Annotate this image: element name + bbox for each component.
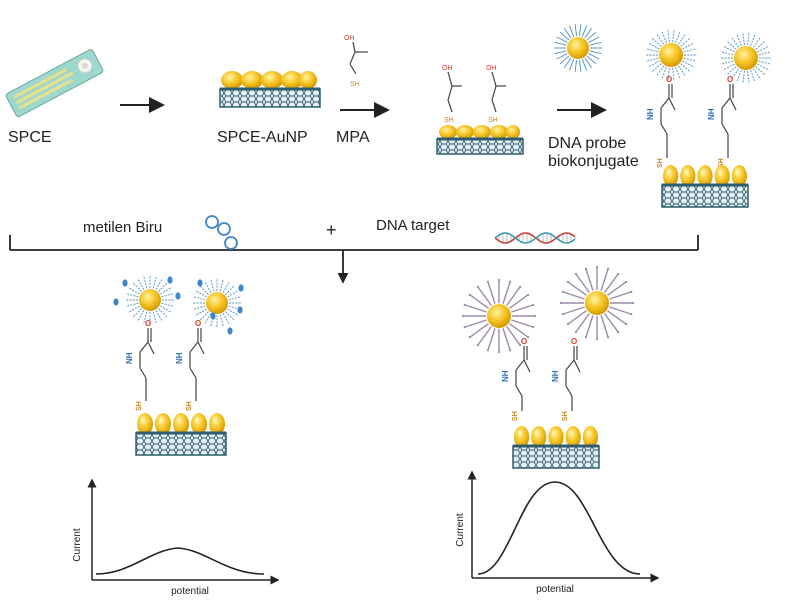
- methylene-blue-icon: [175, 292, 181, 300]
- linker-o-label: O: [666, 75, 672, 84]
- label-mpa: MPA: [336, 129, 370, 146]
- label-spce: SPCE: [8, 129, 52, 146]
- methylene-blue-icon: [197, 279, 203, 287]
- methylene-blue-icon: [237, 306, 243, 314]
- label-dna-probe-1: DNA probe: [548, 135, 626, 152]
- linker-o-label: O: [195, 319, 201, 328]
- methylene-blue-bound-electrode: O NH SH O NH SH: [113, 275, 244, 456]
- dna-double-helix-icon: [494, 232, 576, 244]
- probe-modified-electrode: O NH SH O NH SH: [645, 29, 772, 208]
- aunp-cluster-icon: [137, 413, 225, 435]
- linker-nh-label: NH: [501, 370, 510, 382]
- bracket-divider: [9, 235, 699, 251]
- mpa-b-oh: OH: [486, 65, 497, 72]
- linker-o-label: O: [145, 319, 151, 328]
- mpa-sh-label: SH: [350, 81, 360, 88]
- linker-nh-label: NH: [707, 108, 716, 120]
- linker-sh-label: SH: [718, 158, 725, 168]
- linker-nh-label: NH: [125, 352, 134, 364]
- gold-nanoparticle-icon: [125, 275, 175, 325]
- label-dna-target: DNA target: [376, 217, 450, 234]
- linker-sh-label: SH: [186, 401, 193, 411]
- plot-left-curve: [95, 547, 265, 575]
- methylene-blue-icon: [238, 284, 244, 292]
- target-hybridized-electrode: O NH SH O NH SH: [461, 265, 635, 469]
- mpa-a-sh: SH: [444, 117, 454, 124]
- linker-sh-label: SH: [657, 158, 664, 168]
- label-metilen-biru: metilen Biru: [83, 219, 162, 236]
- linker-nh-label: NH: [646, 108, 655, 120]
- linker-o-label: O: [727, 75, 733, 84]
- gold-nanoparticle-icon: [461, 278, 537, 354]
- linker-nh-label: NH: [551, 370, 560, 382]
- plot-right-ylabel: Current: [455, 513, 466, 547]
- linker-o-label: O: [521, 337, 527, 346]
- methylene-blue-icon: [122, 279, 128, 287]
- linker-o-label: O: [571, 337, 577, 346]
- dna-probe-bioconjugate-icon: [554, 24, 602, 72]
- label-plus: +: [326, 220, 337, 240]
- aunp-cluster-icon: [663, 165, 748, 187]
- linker-sh-label: SH: [512, 411, 519, 421]
- gold-nanoparticle-icon: [645, 29, 697, 81]
- spce-strip-icon: [5, 49, 104, 118]
- label-spce-aunp: SPCE-AuNP: [217, 129, 308, 146]
- plot-right-curve: [477, 481, 641, 575]
- plot-right-xlabel: potential: [536, 584, 574, 595]
- linker-nh-label: NH: [175, 352, 184, 364]
- gold-nanoparticle-icon: [720, 32, 772, 84]
- methylene-blue-icon: [113, 298, 119, 306]
- mpa-oh-label: OH: [344, 35, 355, 42]
- aunp-cluster-icon: [514, 426, 599, 448]
- mpa-modified-electrode: OH OH SH SH: [436, 65, 524, 155]
- gold-nanoparticle-icon: [559, 265, 635, 341]
- methylene-blue-icon: [167, 276, 173, 284]
- label-dna-probe-2: biokonjugate: [548, 153, 639, 170]
- gold-nanoparticle-icon: [554, 24, 602, 72]
- plot-left-xlabel: potential: [171, 586, 209, 597]
- linker-sh-label: SH: [136, 401, 143, 411]
- plot-right: Current potential: [455, 470, 660, 595]
- methylene-blue-icon: [210, 312, 216, 320]
- linker-sh-label: SH: [562, 411, 569, 421]
- mpa-molecule-icon: OH SH: [344, 35, 368, 88]
- aunp-cluster-icon: [221, 71, 317, 89]
- spce-aunp-electrode: [219, 71, 321, 108]
- mpa-a-oh: OH: [442, 65, 453, 72]
- methylene-blue-icon: [205, 215, 238, 250]
- mpa-b-sh: SH: [488, 117, 498, 124]
- aunp-cluster-icon: [439, 125, 520, 139]
- plot-left: Current potential: [72, 478, 280, 597]
- plot-left-ylabel: Current: [72, 528, 83, 562]
- methylene-blue-icon: [227, 327, 233, 335]
